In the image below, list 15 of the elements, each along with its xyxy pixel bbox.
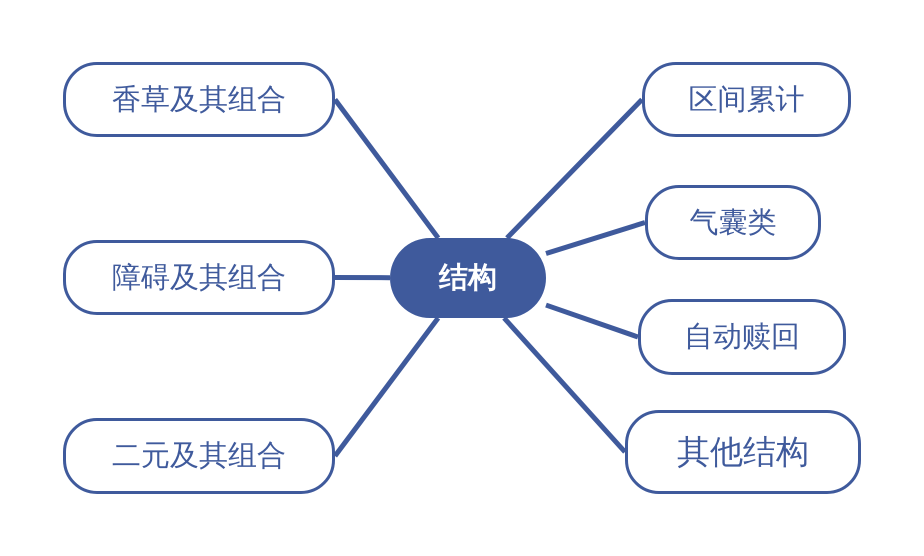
connector-line [505,98,644,240]
connector-line [545,220,646,256]
topic-box: 区间累计 [642,62,851,137]
topic-box: 气囊类 [645,185,821,260]
connector-line [333,316,440,458]
central-topic: 结构 [390,238,546,318]
topic-box: 障碍及其组合 [63,240,335,315]
connector-line [333,98,440,240]
connector-line [335,275,390,280]
connector-line [545,302,639,340]
topic-box: 香草及其组合 [63,62,335,137]
topic-box: 其他结构 [625,410,861,494]
topic-box: 二元及其组合 [63,418,335,494]
topic-box: 自动赎回 [638,299,846,375]
connector-line [502,316,627,454]
